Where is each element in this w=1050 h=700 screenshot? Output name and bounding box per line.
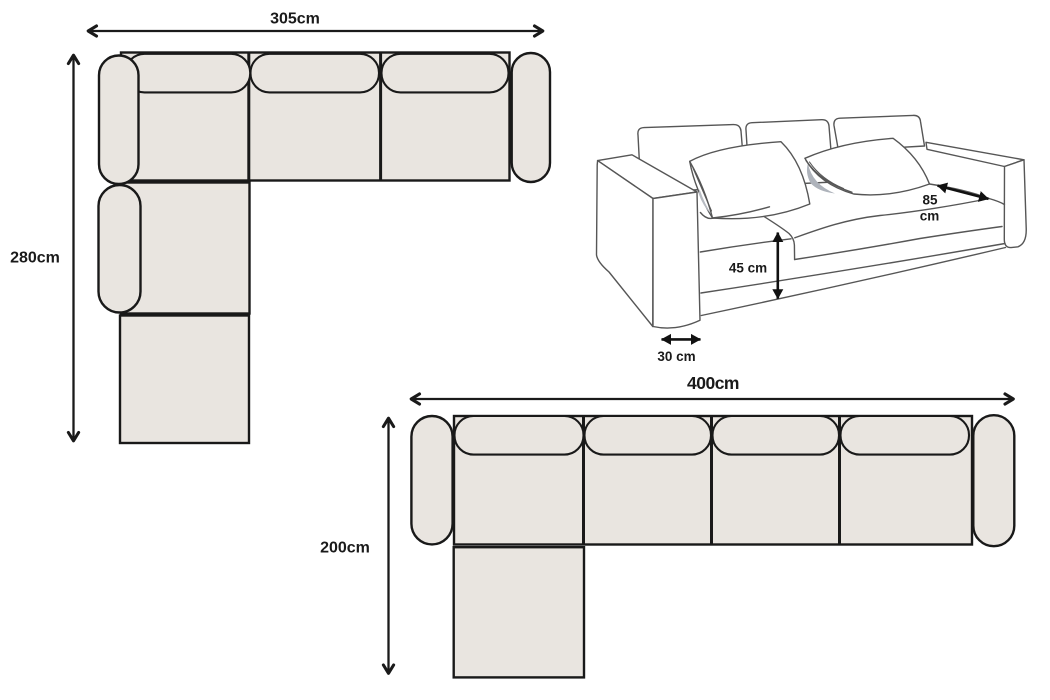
svg-text:280cm: 280cm — [10, 250, 60, 267]
svg-text:85: 85 — [922, 192, 938, 207]
svg-text:305cm: 305cm — [270, 11, 320, 28]
svg-text:30 cm: 30 cm — [657, 349, 695, 364]
svg-text:cm: cm — [920, 208, 940, 223]
svg-text:200cm: 200cm — [320, 540, 370, 557]
svg-text:400cm: 400cm — [687, 373, 739, 393]
svg-text:45 cm: 45 cm — [729, 260, 767, 275]
